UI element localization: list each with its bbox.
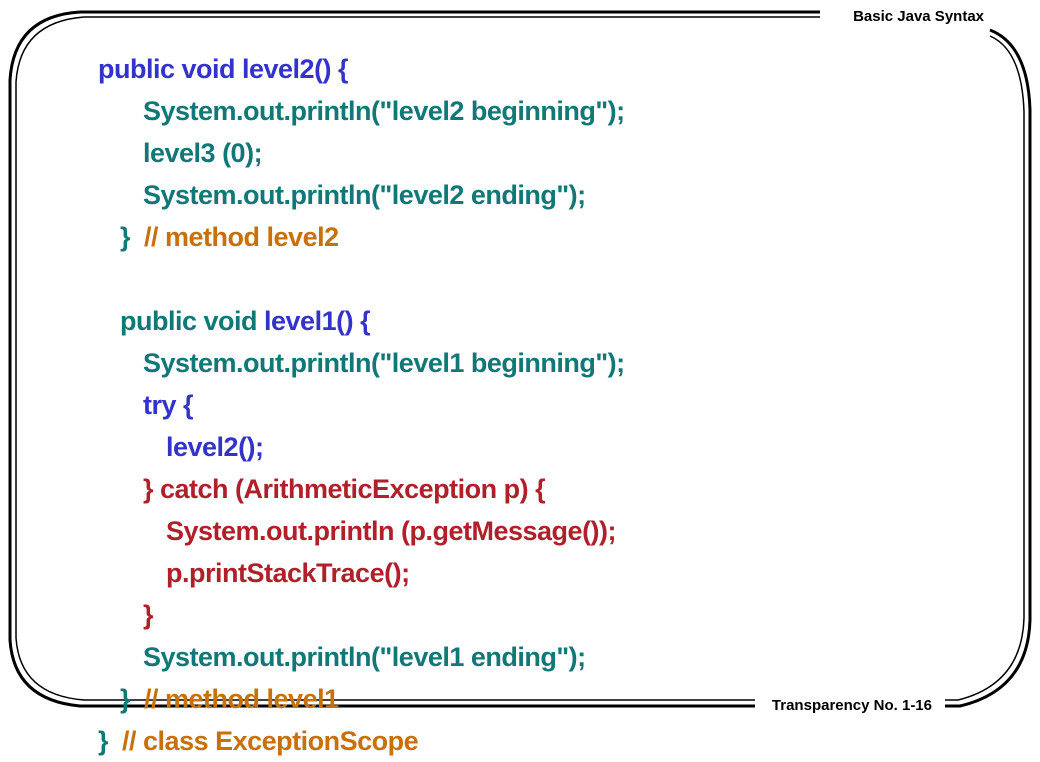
code-brace: } xyxy=(120,684,131,714)
code-text: level1() { xyxy=(264,306,371,336)
code-line: } xyxy=(98,594,625,636)
code-line: System.out.println (p.getMessage()); xyxy=(98,510,625,552)
code-line: level2(); xyxy=(98,426,625,468)
code-line: System.out.println("level2 ending"); xyxy=(98,174,625,216)
code-comment: // class ExceptionScope xyxy=(122,726,419,756)
slide-frame xyxy=(8,10,1032,708)
code-text: } catch (ArithmeticException p) { xyxy=(143,474,546,504)
code-text: System.out.println (p.getMessage()); xyxy=(166,516,617,546)
slide-footer-page-label: Transparency No. 1-16 xyxy=(767,697,936,714)
code-comment: // method level1 xyxy=(144,684,339,714)
code-brace: } xyxy=(98,726,109,756)
code-line: try { xyxy=(98,384,625,426)
code-brace: } xyxy=(120,222,131,252)
code-text: level2(); xyxy=(166,432,264,462)
code-comment: // method level2 xyxy=(144,222,339,252)
code-line: System.out.println("level2 beginning"); xyxy=(98,90,625,132)
code-listing: public void level2() { System.out.printl… xyxy=(98,48,625,762)
code-brace: } xyxy=(143,600,154,630)
code-line: public void level1() { xyxy=(98,300,625,342)
code-text: System.out.println("level1 beginning"); xyxy=(143,348,625,378)
code-line: } catch (ArithmeticException p) { xyxy=(98,468,625,510)
slide-header-title: Basic Java Syntax xyxy=(849,8,988,25)
code-line: p.printStackTrace(); xyxy=(98,552,625,594)
code-text: p.printStackTrace(); xyxy=(166,558,410,588)
code-line: } // method level1 xyxy=(98,678,625,720)
code-line: level3 (0); xyxy=(98,132,625,174)
code-text: System.out.println("level2 beginning"); xyxy=(143,96,625,126)
code-text: System.out.println("level1 ending"); xyxy=(143,642,586,672)
frame-outer-border xyxy=(8,10,1032,708)
code-text: public void level2() { xyxy=(98,54,349,84)
code-line: } // method level2 xyxy=(98,216,625,258)
code-line: System.out.println("level1 ending"); xyxy=(98,636,625,678)
frame-inner-border xyxy=(15,16,1025,701)
code-text: public void xyxy=(120,306,265,336)
code-line: public void level2() { xyxy=(98,48,625,90)
code-text: level3 (0); xyxy=(143,138,263,168)
code-text: try { xyxy=(143,390,194,420)
code-blank-line xyxy=(98,258,625,300)
code-line: } // class ExceptionScope xyxy=(98,720,625,762)
code-line: System.out.println("level1 beginning"); xyxy=(98,342,625,384)
code-text: System.out.println("level2 ending"); xyxy=(143,180,586,210)
